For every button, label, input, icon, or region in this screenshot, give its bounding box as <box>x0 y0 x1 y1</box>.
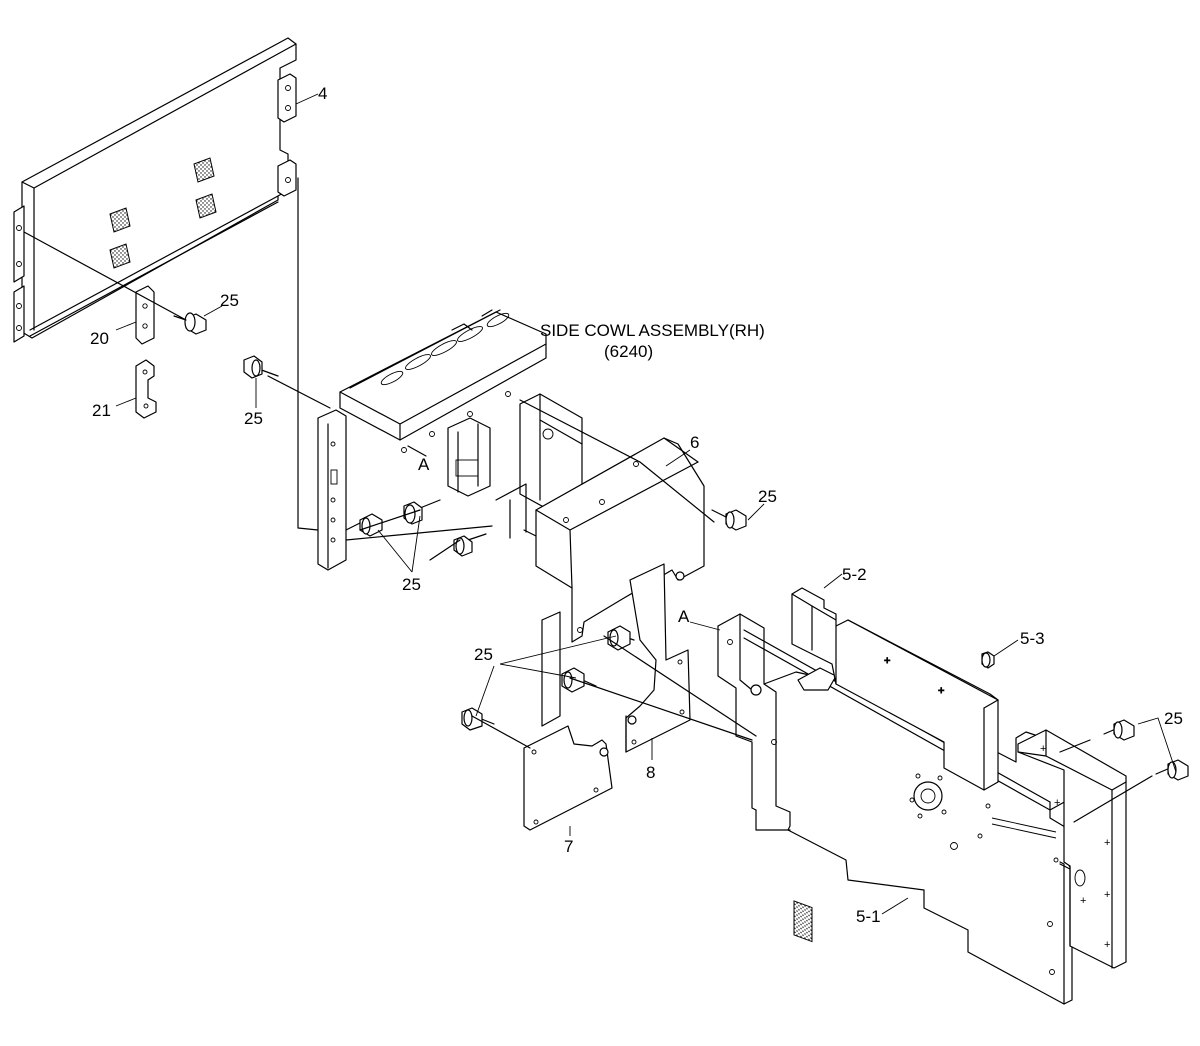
callout-25-plate-bolts: 25 <box>474 645 493 664</box>
panel-part-5-2: + + <box>791 587 999 943</box>
svg-text:+: + <box>1104 939 1110 951</box>
svg-text:+: + <box>938 685 944 697</box>
clip-part-21 <box>135 359 157 419</box>
svg-text:+: + <box>1054 797 1060 809</box>
callout-21: 21 <box>92 401 111 420</box>
reference-lines <box>23 177 1153 823</box>
callout-25-upper-left: 25 <box>220 291 239 310</box>
callout-25-right-bolts: 25 <box>1164 709 1183 728</box>
callout-A-frame: A <box>418 455 430 474</box>
svg-text:+: + <box>1104 837 1110 849</box>
assembly-title: SIDE COWL ASSEMBLY(RH) <box>540 321 765 340</box>
bolt-left-frame <box>243 355 279 379</box>
screw-part-5-3 <box>981 651 995 669</box>
leader-lines <box>115 93 1177 915</box>
callout-20: 20 <box>90 329 109 348</box>
plate6-bolt <box>711 509 747 531</box>
callout-7: 7 <box>564 837 573 856</box>
bolt-upper-left <box>173 312 207 335</box>
plate-bolts <box>461 625 635 731</box>
svg-text:+: + <box>1104 889 1110 901</box>
callout-25-plate6-bolt: 25 <box>758 487 777 506</box>
callout-6: 6 <box>690 433 699 452</box>
callout-A-panel: A <box>678 607 690 626</box>
plate-part-8 <box>625 563 691 753</box>
callout-25-left-bolt: 25 <box>244 409 263 428</box>
svg-text:+: + <box>884 655 890 667</box>
plate-part-7 <box>523 611 613 831</box>
right-block: + + + + + + <box>1017 729 1127 969</box>
cover-panel-part-4 <box>13 37 297 343</box>
callout-8: 8 <box>646 763 655 782</box>
svg-text:+: + <box>1040 743 1046 755</box>
callout-5-3: 5-3 <box>1020 629 1045 648</box>
callout-25-frame-bolts: 25 <box>402 575 421 594</box>
callout-5-1: 5-1 <box>856 907 881 926</box>
callout-4: 4 <box>318 84 327 103</box>
callout-5-2: 5-2 <box>842 565 867 584</box>
assembly-code: (6240) <box>604 342 653 361</box>
svg-text:+: + <box>1080 895 1086 907</box>
